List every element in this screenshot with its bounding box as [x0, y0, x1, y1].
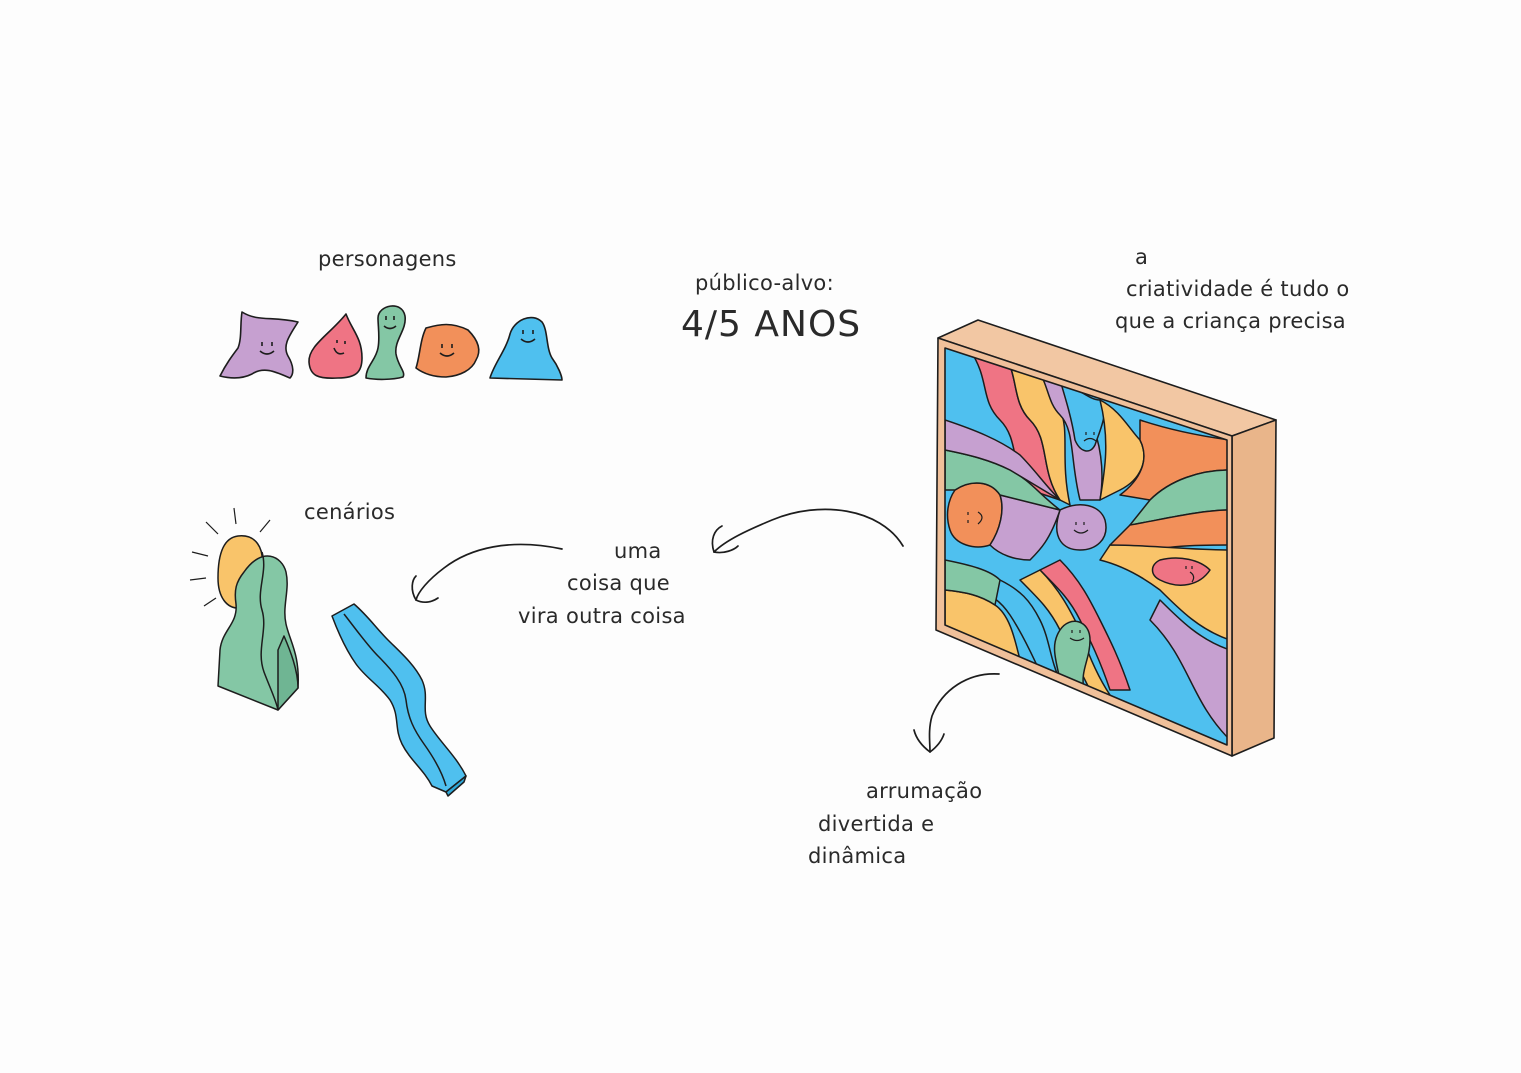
characters-group — [219, 305, 563, 381]
orange-character-icon — [415, 323, 480, 378]
transform-line-2: coisa que — [567, 571, 670, 595]
blue-river-prop-icon — [331, 603, 467, 797]
arrows-group — [411, 508, 1000, 753]
scenery-group — [189, 507, 467, 797]
green-character-icon — [365, 305, 406, 381]
characters-label: personagens — [318, 247, 457, 271]
blue-character-icon — [489, 316, 563, 381]
scenery-label: cenários — [304, 500, 396, 524]
puzzle-board-icon — [935, 319, 1277, 757]
purple-character-icon — [219, 311, 299, 379]
arrow-text-to-scenery-icon — [411, 543, 563, 604]
transform-line-1: uma — [614, 539, 662, 563]
sun-rays-icon — [189, 507, 271, 607]
transform-line-3: vira outra coisa — [518, 604, 686, 628]
arrow-board-to-arrangement-icon — [913, 673, 1000, 753]
creativity-line-1: a — [1135, 245, 1149, 269]
creativity-line-3: que a criança precisa — [1115, 309, 1346, 333]
arrangement-line-3: dinâmica — [808, 844, 907, 868]
pink-character-icon — [308, 313, 363, 379]
arrow-board-to-text-icon — [711, 508, 904, 554]
arrangement-line-2: divertida e — [818, 812, 935, 836]
target-age-value: 4/5 ANOS — [681, 304, 862, 345]
creativity-line-2: criatividade é tudo o — [1126, 277, 1350, 301]
green-hill-prop-icon — [217, 551, 299, 711]
arrangement-line-1: arrumação — [866, 779, 983, 803]
target-audience-label: público-alvo: — [695, 271, 834, 295]
board-right-side — [1231, 419, 1277, 757]
